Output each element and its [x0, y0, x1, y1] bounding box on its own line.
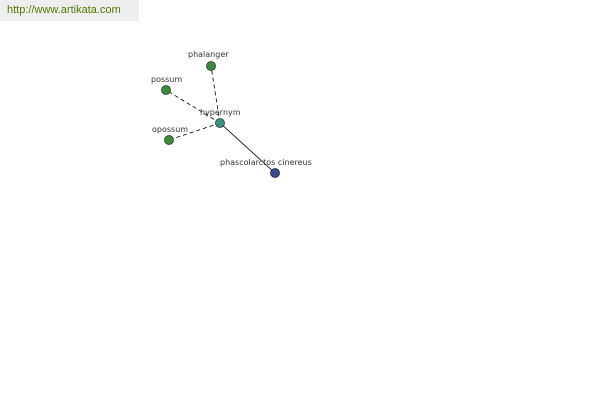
- node-phalanger[interactable]: [206, 61, 216, 71]
- site-link[interactable]: http://www.artikata.com: [7, 4, 121, 16]
- site-banner: http://www.artikata.com: [0, 0, 139, 21]
- label-opossum: opossum: [152, 125, 188, 134]
- label-hypernym: hypernym: [200, 108, 241, 117]
- node-possum[interactable]: [161, 85, 171, 95]
- label-phalanger: phalanger: [188, 50, 229, 59]
- node-hypernym[interactable]: [215, 118, 225, 128]
- edge-hub-opossum: [168, 122, 221, 141]
- label-possum: possum: [151, 75, 182, 84]
- label-root: phascolarctos cinereus: [220, 158, 312, 167]
- edge-hub-possum: [165, 89, 221, 124]
- node-opossum[interactable]: [164, 135, 174, 145]
- edge-hub-phalanger: [210, 65, 221, 124]
- edge-hub-root: [219, 122, 276, 174]
- node-root[interactable]: [270, 168, 280, 178]
